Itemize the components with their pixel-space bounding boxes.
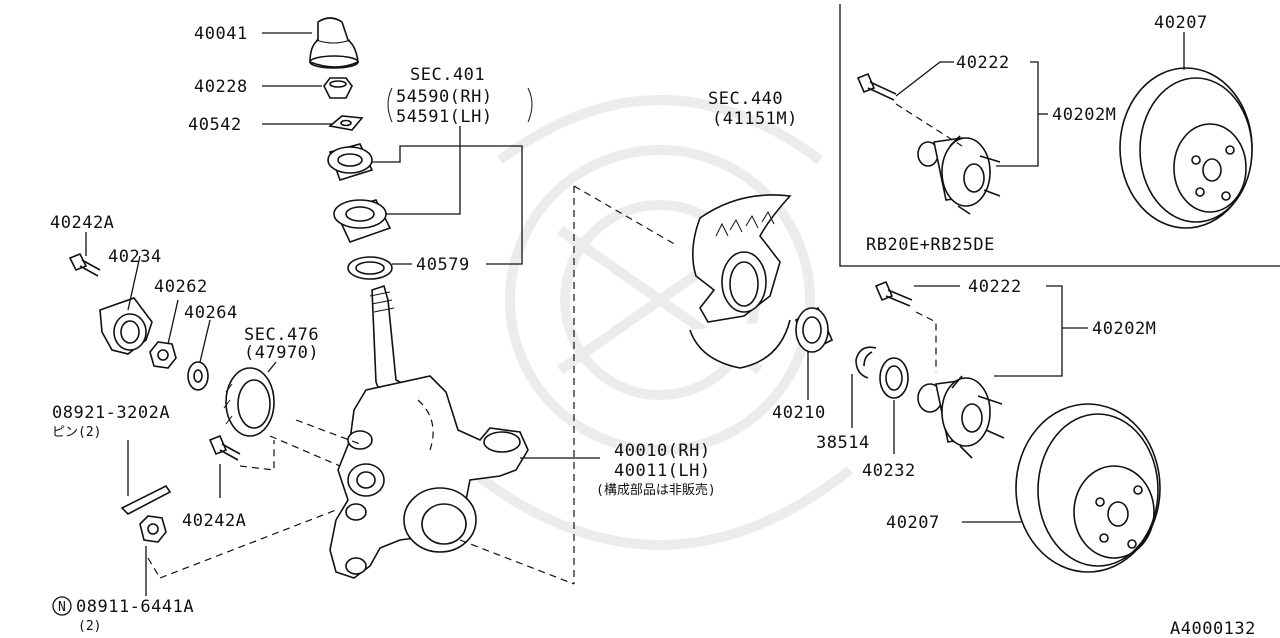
label-40207-main: 40207 bbox=[886, 513, 940, 533]
label-40542: 40542 bbox=[188, 115, 242, 135]
label-08921: 08921-3202A bbox=[52, 403, 170, 423]
label-38514: 38514 bbox=[816, 433, 870, 453]
label-40041: 40041 bbox=[194, 24, 248, 44]
wheel-hub-main-part bbox=[917, 375, 1005, 459]
label-40242A-top: 40242A bbox=[50, 213, 114, 233]
sec401-rh: 54590(RH) bbox=[396, 87, 493, 107]
section-references: SEC.401 54590(RH) 54591(LH) SEC.476 (479… bbox=[244, 65, 798, 363]
sec476-title: SEC.476 bbox=[244, 325, 319, 345]
label-40232: 40232 bbox=[862, 461, 916, 481]
snap-ring-part bbox=[855, 346, 877, 379]
wheel-bearing-part bbox=[795, 306, 834, 354]
label-40264: 40264 bbox=[184, 303, 238, 323]
bolt-40242A-bottom-part bbox=[208, 434, 241, 461]
label-08911-symbol: N bbox=[58, 600, 66, 615]
n-symbol-circle bbox=[52, 596, 72, 616]
label-40202M-inset: 40202M bbox=[1052, 105, 1116, 125]
dust-boot-part bbox=[309, 17, 359, 69]
backing-plate-part bbox=[689, 194, 792, 369]
inset-engine-label: RB20E+RB25DE bbox=[866, 235, 995, 255]
hub-bolt-main-part bbox=[874, 280, 913, 307]
label-40234: 40234 bbox=[108, 247, 162, 267]
label-40579: 40579 bbox=[416, 255, 470, 275]
label-40262: 40262 bbox=[154, 277, 208, 297]
sec476-part: (47970) bbox=[244, 343, 319, 363]
brake-rotor-inset-part bbox=[1119, 67, 1253, 229]
abs-sensor-ring-part bbox=[223, 367, 275, 437]
label-40222-inset: 40222 bbox=[956, 53, 1010, 73]
sec401-title: SEC.401 bbox=[410, 65, 485, 85]
alignment-lines bbox=[147, 103, 963, 585]
label-08911: 08911-6441A bbox=[76, 597, 194, 617]
upper-bearing-part bbox=[327, 143, 374, 181]
bolt-40242A-top-part bbox=[68, 252, 101, 277]
label-40210: 40210 bbox=[772, 403, 826, 423]
sec401-bracket-left bbox=[387, 87, 393, 123]
wheel-hub-inset-part bbox=[917, 135, 1001, 215]
sec401-lh: 54591(LH) bbox=[396, 107, 493, 127]
part-labels: 40041 40228 40542 40242A 40234 40262 402… bbox=[50, 13, 1208, 634]
sec440-part: (41151M) bbox=[712, 109, 798, 129]
sensor-bracket-part bbox=[99, 297, 153, 355]
washer-part bbox=[328, 115, 364, 131]
nut-08911-part bbox=[139, 515, 167, 543]
brake-rotor-main-part bbox=[1015, 403, 1161, 573]
sec440-title: SEC.440 bbox=[708, 89, 783, 109]
grease-seal-part bbox=[879, 357, 909, 399]
oil-seal-part bbox=[347, 256, 393, 280]
label-08911-note: (2) bbox=[78, 619, 101, 634]
label-40228: 40228 bbox=[194, 77, 248, 97]
lock-nut-part bbox=[323, 77, 353, 99]
label-40207-inset: 40207 bbox=[1154, 13, 1208, 33]
hub-bolt-inset-part bbox=[856, 72, 897, 101]
inset-frame bbox=[839, 4, 1280, 267]
label-40242A-bottom: 40242A bbox=[182, 511, 246, 531]
label-40010-note: (構成部品は非販売) bbox=[596, 482, 716, 498]
diagram-code: A4000132 bbox=[1170, 619, 1256, 638]
sec401-bracket-right bbox=[527, 87, 533, 123]
lower-bearing-part bbox=[333, 199, 392, 243]
label-40202M-main: 40202M bbox=[1092, 319, 1156, 339]
label-40010: 40010(RH) bbox=[614, 441, 711, 461]
leader-lines bbox=[85, 32, 1185, 596]
washer-40264-part bbox=[187, 361, 209, 391]
steering-knuckle-part bbox=[329, 284, 529, 579]
nut-40262-part bbox=[149, 341, 177, 369]
label-40011: 40011(LH) bbox=[614, 461, 711, 481]
label-40222-main: 40222 bbox=[968, 277, 1022, 297]
label-08921-note: ピン(2) bbox=[52, 425, 101, 440]
pin-08921-part bbox=[120, 484, 172, 515]
